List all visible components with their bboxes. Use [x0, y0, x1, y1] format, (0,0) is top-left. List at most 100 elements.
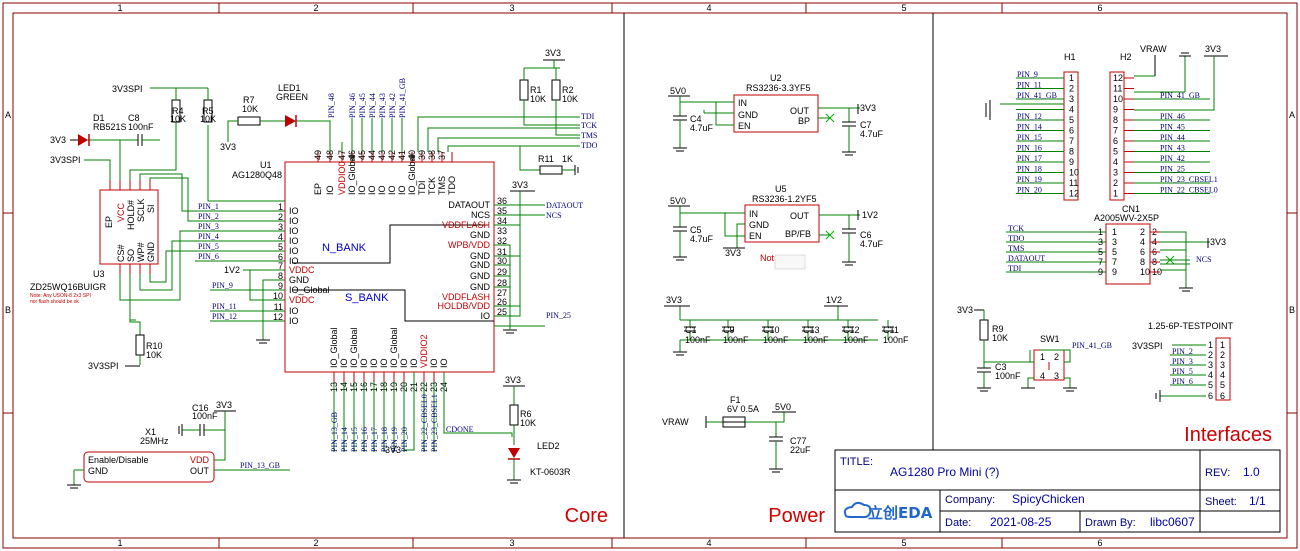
cn1-pin-number: 7 — [1098, 257, 1103, 267]
r10-resistor[interactable]: R10 10K 3V3SPI — [88, 334, 163, 371]
led2-red[interactable]: LED2 KT-0603R — [507, 441, 571, 484]
testpoint-pin-number: 5 — [1220, 380, 1225, 390]
net-label: PIN_46 — [348, 93, 357, 118]
u2-ref: U2 — [770, 73, 782, 83]
frame-labels: 1 2 3 4 5 6 1 2 3 4 5 6 A B A B — [5, 3, 1295, 548]
u1-pin-label: IO — [359, 358, 369, 368]
u1-pin-label: VDDFLASH — [442, 220, 490, 230]
h2-header[interactable]: H2 — [1109, 52, 1132, 201]
d1-part: RB521S — [93, 122, 127, 132]
net-label: PIN_18 — [1017, 165, 1042, 174]
u1-pin-number: 2 — [278, 212, 283, 222]
u2-ldo-3v3[interactable]: U2 RS3236-3.3YF5 IN GND EN OUT BP — [733, 73, 819, 133]
u1-pin-number: 10 — [273, 291, 283, 301]
d1-diode[interactable]: D1 RB521S — [78, 113, 127, 146]
u1-pin-label: TDI — [417, 181, 427, 196]
testpoint-pin-number: 2 — [1220, 350, 1225, 360]
date-label: Date: — [945, 517, 971, 529]
c7-capacitor[interactable]: C7 4.7uF — [842, 108, 884, 156]
u1-pin-label: TMS — [437, 176, 447, 195]
ldo-note: Note: — [760, 253, 782, 263]
u1-pin-number: 39 — [417, 150, 427, 160]
h1-header[interactable]: H1 — [1063, 52, 1079, 201]
col-label: 6 — [1097, 3, 1102, 13]
h1-pin-number: 5 — [1069, 115, 1074, 125]
c6-capacitor[interactable]: C6 4.7uF — [842, 215, 884, 266]
net-pin12: PIN_12 — [212, 312, 237, 321]
u1-pin-label: IO — [429, 358, 439, 368]
net-dataout: DATAOUT — [546, 201, 583, 210]
decap-ref: C12 — [843, 325, 860, 335]
u1-pin-label: IO_Global — [329, 327, 339, 368]
h2-pin-number: 1 — [1113, 189, 1118, 199]
u1-pin-number: 37 — [437, 150, 447, 160]
u5-ldo-1v2[interactable]: U5 RS3236-1.2YF5 IN GND EN OUT BP/FB — [744, 184, 820, 243]
r7-resistor[interactable]: R7 10K — [237, 95, 261, 126]
h2-pin-number: 4 — [1113, 157, 1118, 167]
u1-pin-label: IO_Global — [347, 154, 357, 195]
net-5v0: 5V0 — [775, 402, 791, 412]
cn1-pin-number: 5 — [1098, 247, 1103, 257]
c3-capacitor[interactable]: C3 100nF — [977, 362, 1021, 392]
c8-capacitor[interactable]: C8 100nF — [110, 113, 160, 146]
net-label: PIN_41_GB — [1160, 91, 1200, 100]
r5-resistor[interactable]: R5 10K — [200, 88, 216, 124]
u1-pin-number: 11 — [274, 302, 283, 312]
u1-pin-label: VDDFLASH — [442, 292, 490, 302]
u1-pin-label: IO_Global — [349, 327, 359, 368]
net-tdo: TDO — [581, 141, 598, 150]
u3-flash-chip[interactable]: U3 ZD25WQ16BUIGR Note: Any USON-8 2x3 SP… — [30, 180, 159, 305]
net-ncs: NCS — [1196, 255, 1212, 264]
decap-ref: C10 — [763, 325, 780, 335]
c16-capacitor[interactable]: C16 100nF 3V3 — [178, 400, 236, 461]
title-block: TITLE: AG1280 Pro Mini (?) REV: 1.0 Comp… — [834, 449, 1281, 533]
net-3v3: 3V3 — [216, 400, 232, 410]
net-pin25: PIN_25 — [546, 311, 571, 320]
led1-green[interactable]: LED1 GREEN — [276, 83, 308, 127]
u1-fpga-body[interactable] — [284, 161, 495, 373]
net-3v3: 3V3 — [385, 445, 401, 455]
testpoint-connector[interactable]: 1.25-6P-TESTPOINT 3V3SPI — [1132, 321, 1234, 401]
c77-capacitor[interactable]: C77 22uF — [769, 422, 811, 473]
x1-oscillator[interactable]: Enable/Disable GND VDD OUT X1 25MHz PIN_… — [67, 427, 290, 489]
c7-ref: C7 — [860, 120, 872, 130]
u1-pin-label: DATAOUT — [448, 200, 490, 210]
r11-resistor[interactable]: R11 1K — [519, 146, 579, 175]
net-label: PIN_5 — [198, 242, 219, 251]
lceda-logo-icon: 立创EDA — [843, 501, 933, 522]
cn1-jtag-connector[interactable]: CN1 A2005WV-2X5P — [1094, 204, 1159, 285]
r5-ref: R5 — [202, 106, 214, 116]
net-vraw: VRAW — [1140, 44, 1167, 54]
r6-resistor[interactable]: 3V3 R6 10K — [503, 375, 536, 445]
u1-pin-label: IO — [377, 185, 387, 195]
net-label: PIN_48 — [327, 93, 336, 118]
testpoint-pin-number: 2 — [1208, 350, 1213, 360]
net-label: TCK — [1008, 224, 1024, 233]
r4-resistor[interactable]: R4 10K — [170, 88, 186, 124]
net-1v2: 1V2 — [826, 295, 842, 305]
cn1-pin-number: 8 — [1140, 257, 1145, 267]
r11-ref: R11 — [538, 154, 554, 164]
decap-val: 100nF — [883, 335, 909, 345]
h1-pin-number: 3 — [1069, 94, 1074, 104]
ldo-out-label: OUT — [790, 211, 810, 221]
u1-pin-number: 46 — [347, 150, 357, 160]
decoupling-caps[interactable]: C1100nFC9100nFC10100nFC13100nFC12100nFC1… — [673, 306, 909, 356]
r1-r2-pullups[interactable]: 3V3 R1 10K R2 10K — [519, 48, 578, 104]
u1-pin-label: IO_Global — [407, 154, 417, 195]
decap-ref: C1 — [685, 325, 697, 335]
n-bank-label: N_BANK — [322, 242, 367, 254]
c5-capacitor[interactable]: C5 4.7uF — [673, 213, 714, 261]
col-label: 1 — [117, 3, 122, 13]
r9-resistor[interactable]: 3V3 R9 10K — [957, 305, 1030, 363]
net-label: PIN_14 — [1017, 123, 1042, 132]
c4-capacitor[interactable]: C4 4.7uF — [673, 102, 714, 152]
u3-note: Note: Any USON-8 2x3 SPI — [30, 293, 91, 299]
net-label: PIN_3 — [1172, 357, 1193, 366]
sheet-label: Sheet: — [1205, 496, 1237, 508]
h1-pin-number: 11 — [1069, 178, 1078, 188]
col-label: 5 — [901, 3, 906, 13]
